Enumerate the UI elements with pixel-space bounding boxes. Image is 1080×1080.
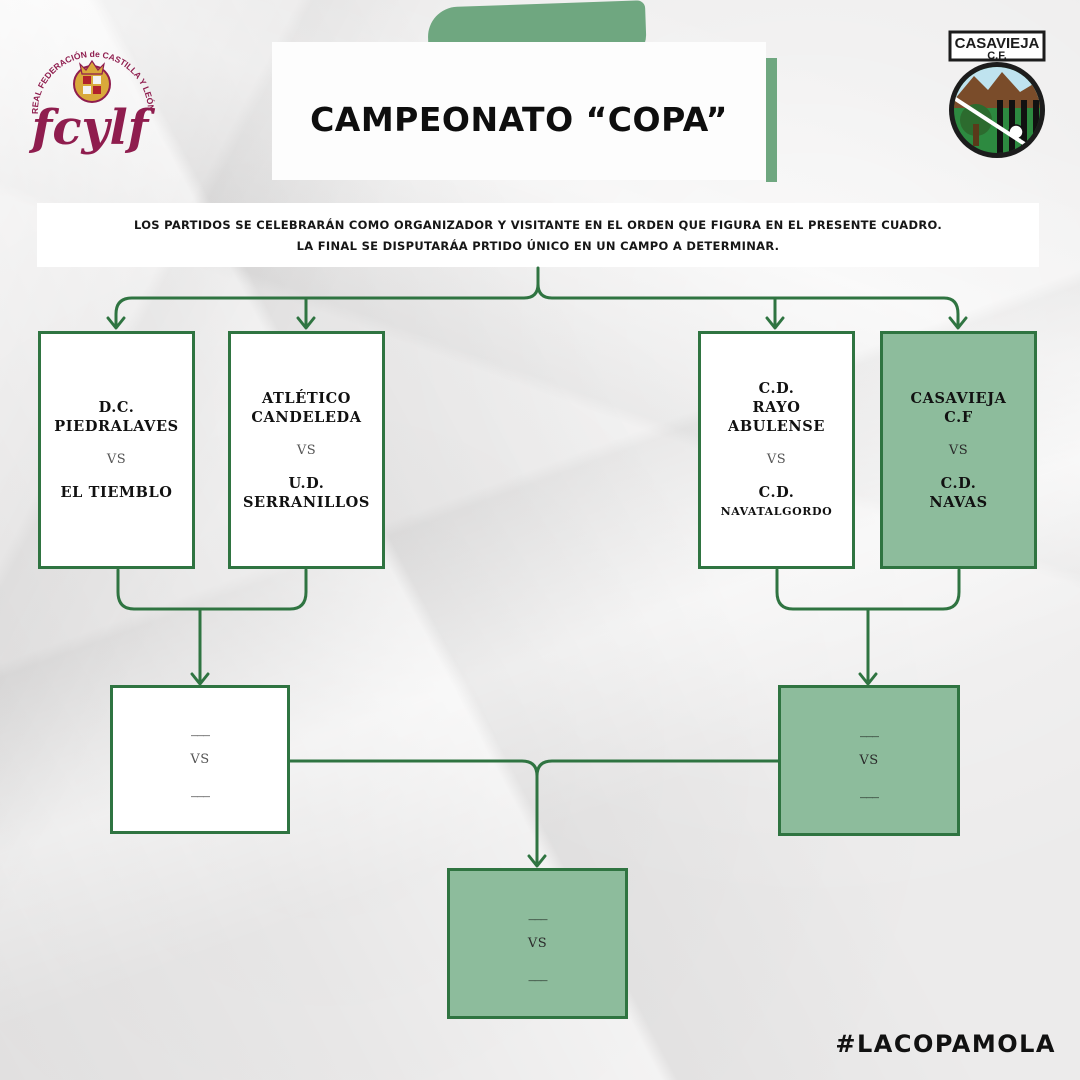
info-line-2: LA FINAL SE DISPUTARÁA PRTIDO ÚNICO EN U… <box>296 238 780 253</box>
vs-label: VS <box>106 452 127 467</box>
match-qf3[interactable]: C.D. RAYO ABULENSE VS C.D. NAVATALGORDO <box>698 331 855 569</box>
team-home: CASAVIEJA C.F <box>910 389 1007 426</box>
match-final[interactable]: ___ VS ___ <box>447 868 628 1019</box>
fcylf-mark: fcylf <box>29 100 156 156</box>
match-qf2[interactable]: ATLÉTICO CANDELEDA VS U.D. SERRANILLOS <box>228 331 385 569</box>
info-line-1: LOS PARTIDOS SE CELEBRARÁN COMO ORGANIZA… <box>133 217 942 232</box>
info-strip: LOS PARTIDOS SE CELEBRARÁN COMO ORGANIZA… <box>37 203 1039 267</box>
vs-label: VS <box>190 752 210 767</box>
vs-label: VS <box>766 452 787 467</box>
team-home: D.C. PIEDRALAVES <box>54 399 179 435</box>
crest-name: CASAVIEJA <box>955 35 1040 52</box>
team-away: U.D. SERRANILLOS <box>242 474 370 511</box>
team-away: EL TIEMBLO <box>60 484 173 501</box>
page-title: CAMPEONATO “COPA” <box>310 99 728 139</box>
fcylf-logo: REAL FEDERACIÓN de CASTILLA Y LEÓN de FÚ… <box>20 22 157 156</box>
team-home-placeholder: ___ <box>528 905 548 921</box>
vs-label: VS <box>859 753 879 768</box>
hashtag: #LACOPAMOLA <box>835 1030 1056 1058</box>
vs-label: VS <box>296 442 317 458</box>
team-home-placeholder: ___ <box>860 722 879 738</box>
team-home-placeholder: ___ <box>191 721 210 737</box>
crest-cf: C.F. <box>987 50 1007 62</box>
vs-label: VS <box>948 442 969 458</box>
team-home: ATLÉTICO CANDELEDA <box>251 389 362 426</box>
match-sf1[interactable]: ___ VS ___ <box>110 685 290 834</box>
team-away-placeholder: ___ <box>191 782 210 798</box>
match-qf1[interactable]: D.C. PIEDRALAVES VS EL TIEMBLO <box>38 331 195 569</box>
title-card: CAMPEONATO “COPA” <box>272 42 766 180</box>
match-sf2[interactable]: ___ VS ___ <box>778 685 960 836</box>
vs-label: VS <box>527 936 548 951</box>
match-qf4[interactable]: CASAVIEJA C.F VS C.D. NAVAS <box>880 331 1037 569</box>
team-away: C.D. NAVATALGORDO <box>720 484 833 518</box>
title-shadow <box>766 58 777 182</box>
team-away-placeholder: ___ <box>528 966 548 982</box>
casavieja-crest: CASAVIEJA C.F. <box>948 30 1046 158</box>
team-away-placeholder: ___ <box>860 783 879 799</box>
team-away: C.D. NAVAS <box>929 474 988 511</box>
team-home: C.D. RAYO ABULENSE <box>728 380 825 435</box>
